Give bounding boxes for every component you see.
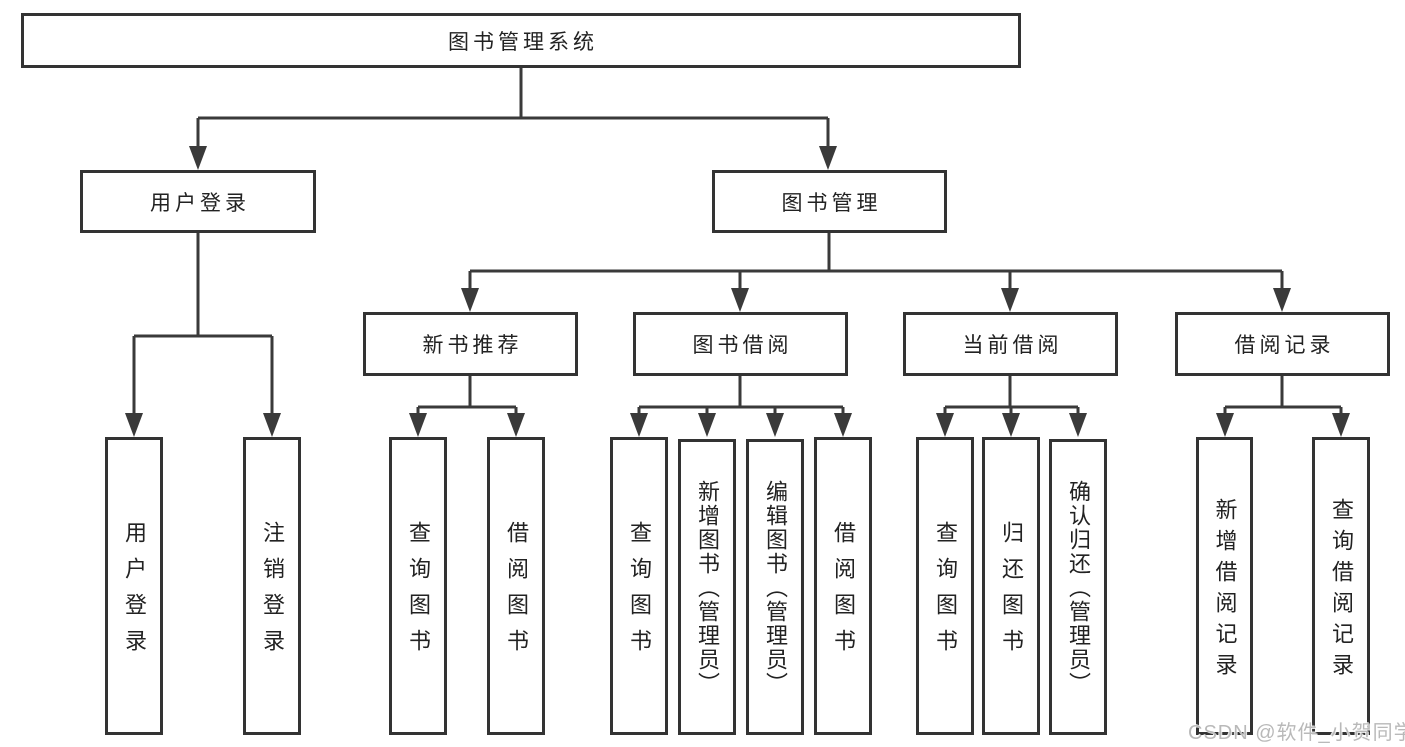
- node-leaf-query-books-recommend: 查询图书: [389, 437, 447, 735]
- node-leaf-edit-book-admin: 编辑图书（管理员）: [746, 439, 804, 735]
- node-borrow-records: 借阅记录: [1175, 312, 1390, 376]
- node-leaf-query-books-borrow: 查询图书: [610, 437, 668, 735]
- node-leaf-add-book-admin: 新增图书（管理员）: [678, 439, 736, 735]
- node-current-borrow: 当前借阅: [903, 312, 1118, 376]
- node-leaf-add-borrow-record: 新增借阅记录: [1196, 437, 1253, 735]
- node-leaf-logout: 注销登录: [243, 437, 301, 735]
- node-user-login: 用户登录: [80, 170, 316, 233]
- node-book-borrow: 图书借阅: [633, 312, 848, 376]
- node-leaf-query-borrow-record: 查询借阅记录: [1312, 437, 1370, 735]
- watermark: CSDN @软件_小贺同学: [1188, 722, 1405, 744]
- node-leaf-confirm-return-admin: 确认归还（管理员）: [1049, 439, 1107, 735]
- node-library-system: 图书管理系统: [21, 13, 1021, 68]
- node-leaf-borrow-books-recommend: 借阅图书: [487, 437, 545, 735]
- node-leaf-borrow-books-borrow: 借阅图书: [814, 437, 872, 735]
- node-leaf-return-book: 归还图书: [982, 437, 1040, 735]
- node-leaf-query-books-current: 查询图书: [916, 437, 974, 735]
- node-new-book-recommend: 新书推荐: [363, 312, 578, 376]
- node-book-management: 图书管理: [712, 170, 947, 233]
- node-leaf-user-login: 用户登录: [105, 437, 163, 735]
